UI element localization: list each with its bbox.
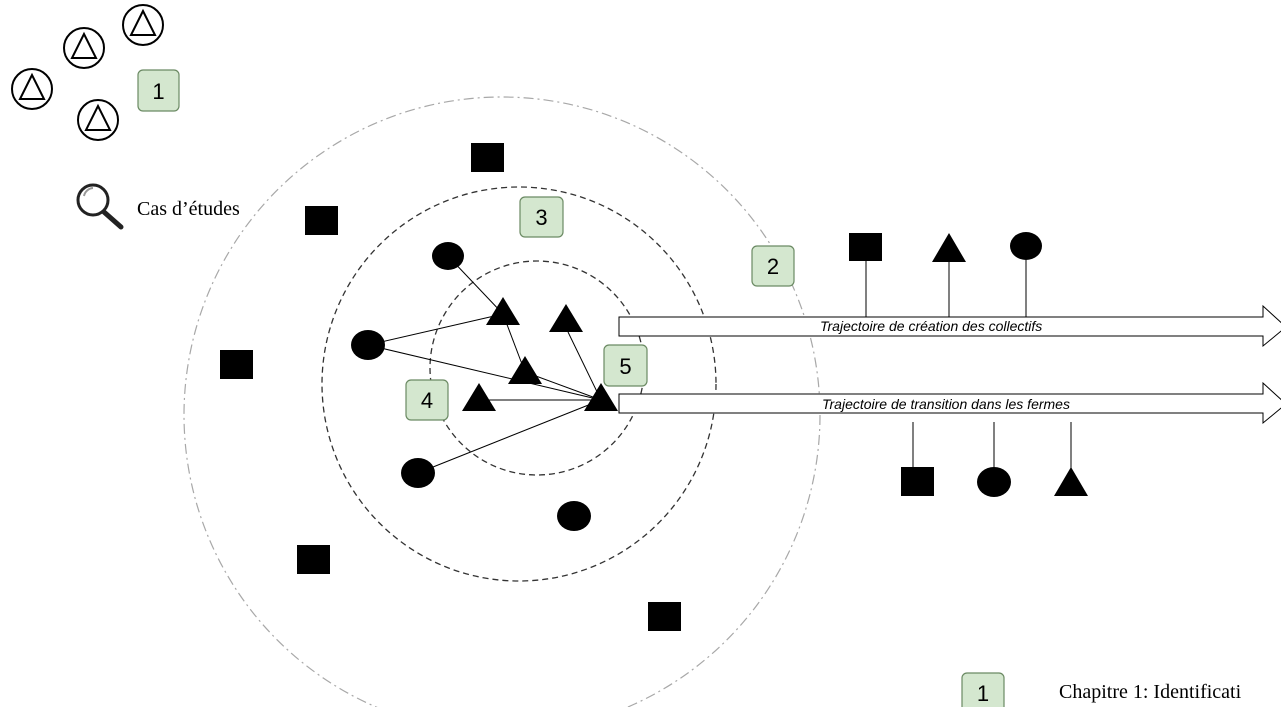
link	[524, 371, 602, 401]
square-marker	[901, 467, 934, 496]
network-links	[367, 255, 602, 474]
creation-arrow-label: Trajectoire de création des collectifs	[820, 318, 1042, 334]
svg-text:5: 5	[619, 354, 631, 379]
triangle-marker	[932, 233, 966, 262]
square-node	[305, 206, 338, 235]
legend-badge	[961, 672, 1005, 707]
transition-arrow-label: Trajectoire de transition dans les ferme…	[822, 396, 1070, 412]
case-study-label: Cas d’études	[137, 198, 240, 220]
svg-text:4: 4	[421, 388, 433, 413]
transition-markers	[901, 422, 1088, 497]
circle-marker	[977, 467, 1011, 497]
square-node	[297, 545, 330, 574]
triangle-node	[549, 304, 583, 332]
triangles	[462, 297, 618, 411]
circle-node	[351, 330, 385, 360]
square-node	[648, 602, 681, 631]
legend-chapter-1-text: Chapitre 1: Identificati	[1059, 681, 1242, 703]
squares	[220, 143, 681, 631]
badge-3: 3	[519, 196, 564, 238]
triangle-node	[486, 297, 520, 325]
creation-markers	[849, 232, 1042, 317]
triangle-node	[508, 356, 542, 384]
triangle-node	[462, 383, 496, 411]
svg-text:1: 1	[977, 681, 989, 706]
triangle-in-circle-icon	[11, 68, 53, 110]
triangle-in-circle-icon	[77, 99, 119, 141]
link	[417, 399, 602, 474]
badge-2: 2	[751, 245, 795, 287]
case-icons	[11, 4, 164, 141]
middle-circle	[321, 186, 717, 582]
svg-text:3: 3	[535, 205, 547, 230]
circle-node	[432, 242, 464, 270]
magnifier-icon	[76, 183, 124, 230]
outer-circle	[183, 96, 821, 707]
transition-arrow: Trajectoire de transition dans les ferme…	[618, 381, 1281, 425]
creation-arrow: Trajectoire de création des collectifs	[618, 304, 1281, 348]
square-node	[220, 350, 253, 379]
badge-4: 4	[405, 379, 449, 421]
circle-node	[401, 458, 435, 488]
square-marker	[849, 233, 882, 261]
triangle-in-circle-icon	[63, 27, 105, 69]
square-node	[471, 143, 504, 172]
legend-item-1: 1 Chapitre 1: Identificati	[961, 672, 1242, 707]
svg-text:2: 2	[767, 254, 779, 279]
link	[567, 331, 602, 401]
badge-1: 1	[137, 69, 180, 112]
circles	[351, 242, 591, 531]
svg-text:1: 1	[152, 79, 164, 104]
link	[367, 344, 602, 401]
link	[367, 313, 504, 346]
triangle-marker	[1054, 467, 1088, 496]
circle-node	[557, 501, 591, 531]
triangle-node	[584, 383, 618, 411]
badge-5: 5	[603, 344, 648, 387]
triangle-in-circle-icon	[122, 4, 164, 46]
circle-marker	[1010, 232, 1042, 260]
